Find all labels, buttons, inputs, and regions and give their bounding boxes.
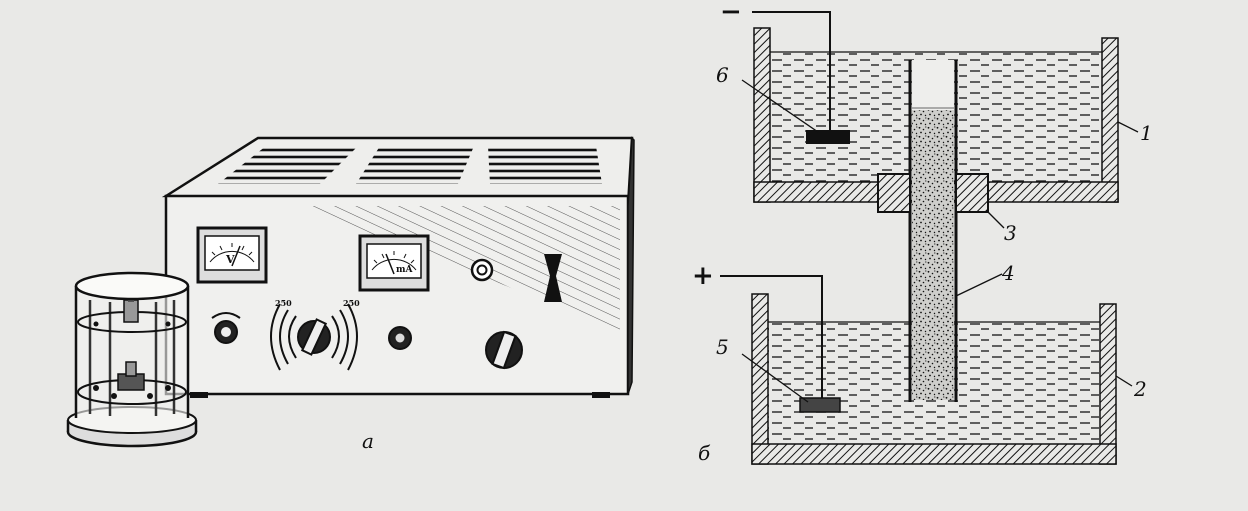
voltmeter-needle [231, 245, 241, 267]
anode: + [692, 261, 841, 413]
cabinet-foot [592, 392, 610, 398]
callout-1: 1 [1140, 121, 1153, 145]
panel-b-label: б [698, 441, 711, 465]
voltmeter-symbol: V [225, 253, 235, 266]
callout-4: 4 [1001, 261, 1015, 285]
cathode-plate [806, 130, 850, 144]
gel-column [908, 60, 958, 402]
dial-scale-right: 250 [343, 298, 360, 308]
minus-sign: − [720, 0, 742, 27]
vent-grille [218, 146, 602, 184]
callout-5: 5 [716, 335, 729, 359]
callout-2: 2 [1133, 377, 1147, 401]
small-knob [388, 326, 412, 350]
voltage-dial: 250 250 [270, 298, 360, 371]
chamber-rim [74, 271, 190, 301]
callout-6: 6 [716, 63, 729, 87]
milliammeter-needle [385, 253, 395, 275]
indicator-lamp [470, 258, 494, 282]
cathode: − [720, 0, 850, 144]
gasket [877, 173, 989, 213]
power-switch-knob [211, 312, 241, 344]
cabinet-foot [190, 392, 208, 398]
panel-a: V mA [66, 136, 635, 453]
panel-a-label: а [362, 429, 374, 453]
milliammeter: mA [358, 234, 430, 292]
cabinet-side [627, 136, 635, 395]
right-knob [485, 330, 523, 370]
anode-plate [799, 397, 841, 413]
voltmeter: V [196, 226, 268, 284]
callout-3: 3 [1004, 221, 1017, 245]
fuse-holder [544, 254, 562, 302]
panel-b: − + 1 2 3 4 5 6 б [692, 0, 1153, 465]
leader-lines [741, 79, 1139, 403]
plus-sign: + [692, 261, 714, 291]
milliammeter-symbol: mA [396, 265, 414, 275]
dial-scale-left: 250 [275, 298, 292, 308]
electrophoresis-chamber [66, 271, 198, 448]
